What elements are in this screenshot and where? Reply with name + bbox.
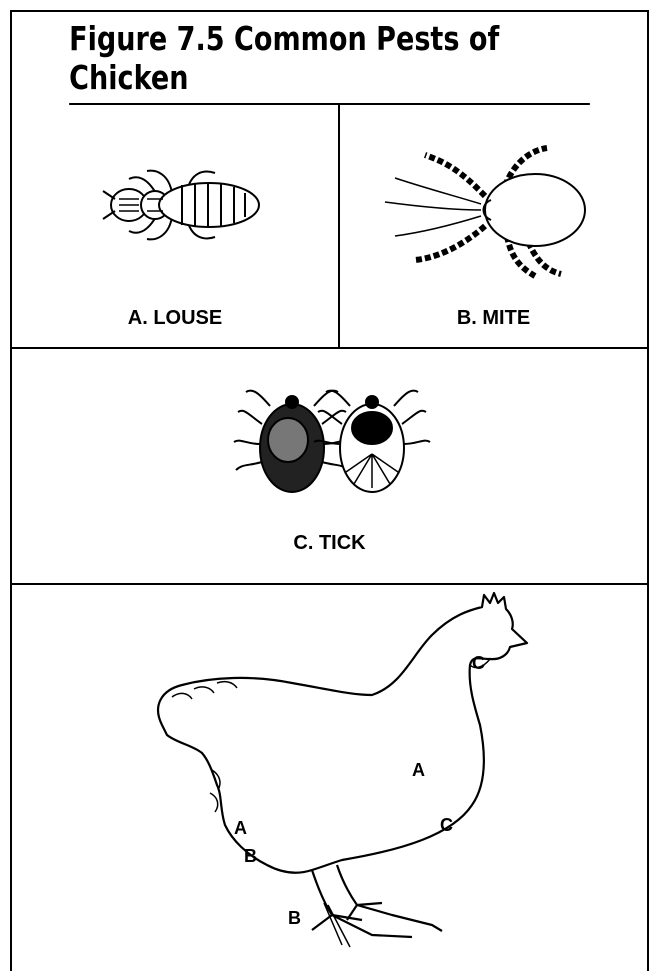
marker-tail-b: B (244, 846, 257, 867)
chicken-outline (12, 585, 647, 975)
marker-head-c: C (472, 653, 485, 674)
marker-breast-c: C (440, 815, 453, 836)
chicken-panel: C A C A B B (12, 585, 647, 975)
tick-illustration (12, 364, 647, 514)
louse-panel: A. LOUSE (12, 105, 340, 347)
pests-row-top: A. LOUSE (12, 105, 647, 349)
mite-label: B. MITE (340, 307, 647, 330)
figure-frame: Figure 7.5 Common Pests of Chicken (10, 10, 649, 971)
mite-panel: B. MITE (340, 105, 647, 347)
figure-title: Figure 7.5 Common Pests of Chicken (69, 12, 590, 105)
tick-label: C. TICK (12, 532, 647, 555)
marker-tail-a: A (234, 818, 247, 839)
marker-back-a: A (412, 760, 425, 781)
louse-label: A. LOUSE (12, 307, 338, 330)
marker-leg-b: B (288, 908, 301, 929)
tick-panel: C. TICK (12, 349, 647, 585)
mite-illustration (340, 135, 647, 305)
louse-illustration (12, 145, 340, 305)
